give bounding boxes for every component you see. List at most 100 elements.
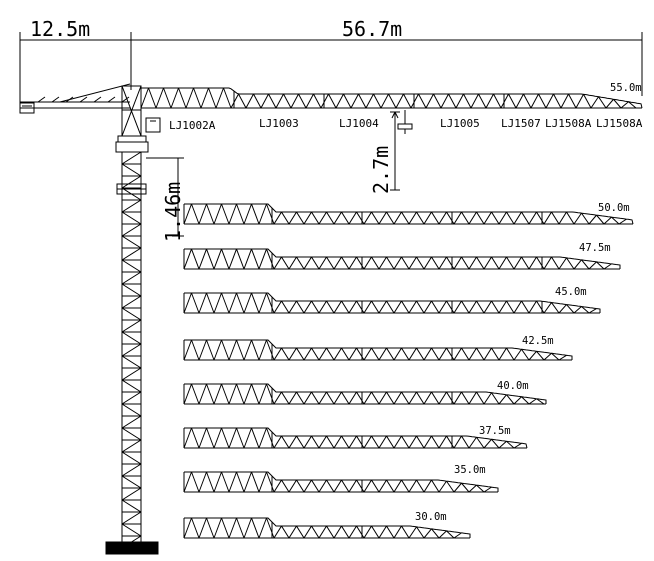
jib-47-5m-lacing [281, 256, 290, 270]
mast-lacing [121, 487, 142, 501]
jib-40m-lacing [288, 391, 297, 405]
jib-37-5m-lacing [371, 435, 380, 449]
counter-jib-lacing [79, 96, 88, 103]
main-jib-lacing [305, 93, 314, 109]
jib-50m-lacing [551, 211, 560, 225]
jib-40m-lacing [273, 391, 282, 405]
jib-47-5m-lacing [198, 248, 207, 270]
main-jib-lacing [478, 93, 487, 109]
jib-37-5m-lacing [356, 435, 365, 449]
jib-40m-lacing [476, 391, 485, 405]
jib-30m-lacing [453, 532, 462, 539]
jib-45m-lacing [236, 292, 245, 314]
jib-45m-lacing [371, 300, 380, 314]
jib-50m-lacing [536, 211, 545, 225]
jib-45m-lacing [341, 300, 350, 314]
main-jib-lacing [583, 94, 592, 109]
jib-45m-lacing [513, 300, 522, 314]
mast-lacing [121, 211, 142, 225]
jib-50m-lacing [243, 203, 252, 225]
main-jib-lacing [403, 93, 412, 109]
jib-50m-lacing [393, 211, 402, 225]
main-jib-lacing [485, 93, 494, 109]
jib-35m-lacing [348, 479, 357, 493]
main-jib-lacing [395, 93, 404, 109]
jib-30m-lacing [438, 530, 447, 539]
jib-47-5m-lacing [206, 248, 215, 270]
jib-37-5m-lacing [288, 435, 297, 449]
jib-50m-lacing [521, 211, 530, 225]
jib-45m-lacing [521, 300, 530, 314]
jib-40m-lacing [333, 391, 342, 405]
jib-50m-lacing [341, 211, 350, 225]
jib-40m-lacing [498, 394, 507, 405]
jib-40m-lacing [266, 383, 275, 405]
jib-30m-lacing [416, 526, 425, 539]
jib-42-5m-lacing [393, 347, 402, 361]
jib-42-5m-lacing [213, 339, 222, 361]
jib-42-5m-lacing [431, 347, 440, 361]
counterweight-block [19, 102, 35, 114]
jib-47-5m-lacing [491, 256, 500, 270]
main-jib-lacing [148, 87, 157, 109]
jib-45m-lacing [183, 292, 192, 314]
main-jib-lacing [590, 96, 599, 109]
jib-42-5m-lacing [558, 354, 567, 361]
jib-37-5m-lacing [243, 427, 252, 449]
jib-35m-lacing [356, 479, 365, 493]
main-jib-lacing [208, 87, 217, 109]
jib-47-5m-lacing [498, 256, 507, 270]
main-jib-lacing [163, 87, 172, 109]
jib-37-5m-lacing [198, 427, 207, 449]
jib-45m-lacing [221, 292, 230, 314]
jib-37-5m-lacing [273, 435, 282, 449]
jib-50m-lacing [558, 211, 567, 225]
jib-45m-lacing [416, 300, 425, 314]
main-jib-lacing [500, 93, 509, 109]
mast-lacing [121, 463, 142, 477]
jib-42-5m-lacing [513, 348, 522, 361]
jib-35m-lacing [468, 484, 477, 493]
jib-35m-lacing [371, 479, 380, 493]
jib-30m-lacing [348, 525, 357, 539]
jib-30m-lacing [281, 525, 290, 539]
jib-42-5m-lacing [363, 347, 372, 361]
jib-45m-lacing [191, 292, 200, 314]
jib-45m-lacing [491, 300, 500, 314]
main-jib-lacing [425, 93, 434, 109]
jib-45m-lacing [536, 300, 545, 314]
jib-47-5m-lacing [251, 248, 260, 270]
jib-40m-lacing [363, 391, 372, 405]
jib-50m-lacing [221, 203, 230, 225]
jib-50m-lacing [513, 211, 522, 225]
jib-50m-lacing [363, 211, 372, 225]
jib-50m-lacing [543, 211, 552, 225]
mast-lacing [121, 343, 142, 357]
mast-lacing [121, 175, 142, 189]
jib-47-5m-lacing [573, 259, 582, 270]
jib-45m-lacing [288, 300, 297, 314]
jib-length: 56.7m [342, 17, 402, 41]
jib-37-5m-lacing [423, 435, 432, 449]
jib-35m-top-chord [184, 471, 499, 492]
jib-35m-lacing [423, 479, 432, 493]
jib-37-5m-lacing [468, 436, 477, 449]
jib-45m-lacing [303, 300, 312, 314]
jib-35m-lacing [281, 479, 290, 493]
jib-37-5m-lacing [333, 435, 342, 449]
jib-50m-lacing [431, 211, 440, 225]
jib-47-5m-lacing [243, 248, 252, 270]
jib-40m-lacing [446, 391, 455, 405]
jib-40m-lacing [491, 392, 500, 405]
jib-47-5m-lacing [431, 256, 440, 270]
jib-length-label-42-5: 42.5m [522, 335, 554, 347]
jib-45m-lacing [573, 306, 582, 314]
jib-37-5m-lacing [221, 427, 230, 449]
main-jib-lacing [290, 93, 299, 109]
jib-30m-lacing [296, 525, 305, 539]
jib-35m-lacing [408, 479, 417, 493]
hook-drop-dimension: 2.7m [369, 146, 393, 194]
jib-35m-lacing [266, 471, 275, 493]
jib-30m-lacing [191, 517, 200, 539]
jib-40m-lacing [213, 383, 222, 405]
